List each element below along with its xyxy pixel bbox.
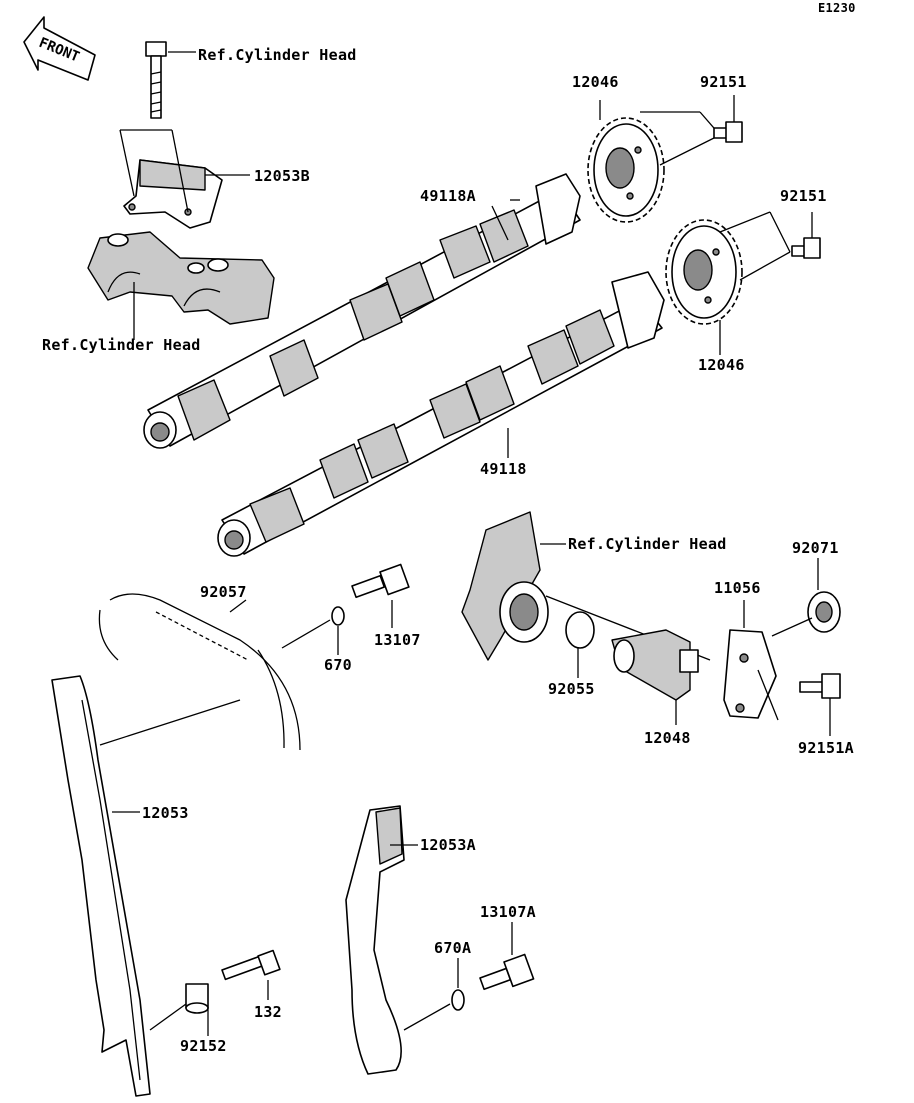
guide-bolt-132[interactable] <box>221 949 281 981</box>
ref-cylinder-head-right: Ref.Cylinder Head <box>568 535 727 553</box>
part-13107: 13107 <box>374 631 421 649</box>
part-92151-mid: 92151 <box>780 187 827 205</box>
part-670: 670 <box>324 656 352 674</box>
chain-guide-12053A[interactable] <box>345 805 405 1075</box>
part-12048: 12048 <box>644 729 691 747</box>
part-12053B: 12053B <box>254 167 310 185</box>
exhaust-camshaft-49118A[interactable] <box>143 173 581 449</box>
part-49118: 49118 <box>480 460 527 478</box>
tensioner-cap-92071[interactable] <box>807 591 841 633</box>
part-92057: 92057 <box>200 583 247 601</box>
guide-bolt-13107[interactable] <box>351 563 410 599</box>
part-92151A: 92151A <box>798 739 854 757</box>
part-670A: 670A <box>434 939 472 957</box>
chain-guide-12053[interactable] <box>51 675 151 1097</box>
part-12046-mid: 12046 <box>698 356 745 374</box>
part-92071: 92071 <box>792 539 839 557</box>
washer-670[interactable] <box>331 606 345 626</box>
cylinder-head-ref-right <box>461 511 549 661</box>
washer-670A[interactable] <box>451 989 465 1011</box>
cam-sprocket-12046-top[interactable] <box>587 117 665 223</box>
chain-tensioner-12048[interactable] <box>611 629 699 701</box>
tensioner-bolt-92151A[interactable] <box>799 673 841 699</box>
ref-cylinder-head-top: Ref.Cylinder Head <box>198 46 357 64</box>
guide-bolt-13107A[interactable] <box>479 953 535 991</box>
part-92152: 92152 <box>180 1037 227 1055</box>
sprocket-bolt-92151-top[interactable] <box>713 121 743 143</box>
part-12053: 12053 <box>142 804 189 822</box>
part-11056: 11056 <box>714 579 761 597</box>
o-ring-92055[interactable] <box>565 611 595 649</box>
part-12053A: 12053A <box>420 836 476 854</box>
gasket-11056[interactable] <box>723 629 777 719</box>
cam-sprocket-12046-mid[interactable] <box>665 219 743 325</box>
cam-cap-bolt[interactable] <box>145 41 167 119</box>
collar-92152[interactable] <box>185 983 209 1014</box>
ref-cylinder-head-left: Ref.Cylinder Head <box>42 336 201 354</box>
cam-cap-ref-cylinder-head <box>87 231 275 325</box>
upper-chain-guide-12053B[interactable] <box>123 159 223 229</box>
intake-camshaft-49118[interactable] <box>217 271 665 557</box>
front-arrow-icon: FRONT <box>23 16 96 81</box>
diagram-code: E1230 <box>818 1 856 15</box>
part-132: 132 <box>254 1003 282 1021</box>
part-92055: 92055 <box>548 680 595 698</box>
part-13107A: 13107A <box>480 903 536 921</box>
sprocket-bolt-92151-mid[interactable] <box>791 237 821 259</box>
part-12046-top: 12046 <box>572 73 619 91</box>
part-49118A: 49118A <box>420 187 476 205</box>
cam-chain-92057[interactable] <box>98 593 301 751</box>
part-92151-top: 92151 <box>700 73 747 91</box>
